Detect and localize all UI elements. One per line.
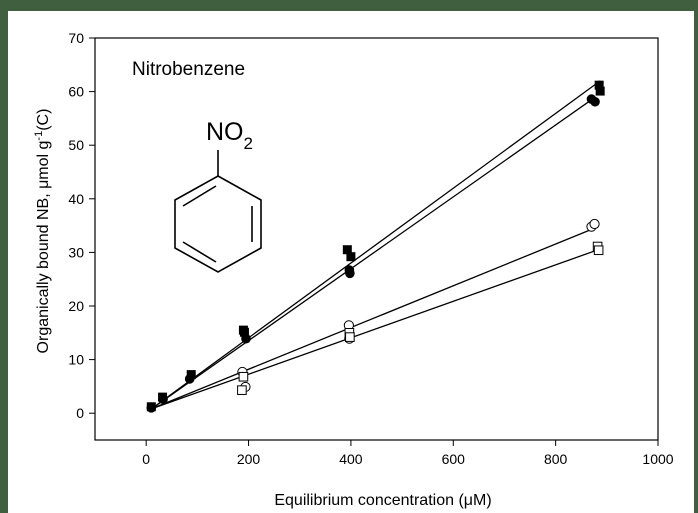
y-tick-label: 0	[76, 405, 84, 421]
fit-line-filled-square	[150, 80, 601, 410]
chart-frame: 0 200 400 600 800 1000 0 10 20 30 40 50 60 70 Nitrobe…	[8, 11, 694, 513]
data-point-filled-circle	[345, 268, 355, 279]
data-point-filled-square	[342, 245, 352, 255]
data-point-filled-square	[239, 327, 249, 337]
data-markers	[146, 80, 605, 413]
nitro-group-subscript: 2	[244, 134, 253, 153]
axes: 0 200 400 600 800 1000 0 10 20 30 40 50 60 70	[68, 30, 673, 467]
y-axis-label-main: Organically bound NB, μmol g	[35, 141, 52, 354]
y-tick-label: 40	[68, 191, 84, 207]
sorption-chart: 0 200 400 600 800 1000 0 10 20 30 40 50 60 70 Nitrobe…	[33, 30, 674, 509]
data-point-filled-circle	[241, 333, 251, 344]
compound-name: Nitrobenzene	[132, 59, 245, 80]
x-tick-label: 800	[544, 451, 568, 467]
y-tick-label: 70	[68, 30, 84, 46]
y-axis-label-superscript: -1	[33, 131, 45, 141]
x-axis-label: Equilibrium concentration (μM)	[274, 492, 491, 509]
data-point-filled-circle	[184, 374, 195, 384]
plot-border	[94, 37, 659, 441]
data-point-open-square	[345, 332, 355, 342]
y-tick-label: 60	[68, 84, 84, 100]
y-tick-label: 10	[68, 352, 84, 368]
x-tick-label: 600	[442, 451, 466, 467]
fit-line-open-circle	[151, 227, 596, 410]
x-tick-label: 200	[237, 451, 261, 467]
data-point-filled-square	[346, 252, 356, 262]
data-point-open-square	[237, 385, 247, 395]
x-tick-label: 400	[339, 451, 363, 467]
data-point-open-square	[238, 371, 249, 382]
y-axis-label: Organically bound NB, μmol g-1(C)	[33, 109, 52, 354]
nitrobenzene-structure-icon: NO2	[174, 118, 262, 273]
fit-line-filled-circle	[150, 96, 596, 410]
y-tick-label: 50	[68, 137, 84, 153]
y-axis-label-tail: (C)	[35, 109, 52, 131]
nitro-group-text: NO	[206, 118, 244, 146]
nitro-group-label: NO2	[206, 118, 253, 153]
data-point-open-square	[593, 245, 604, 256]
plot-area	[94, 37, 659, 441]
x-tick-label: 0	[142, 451, 150, 467]
fit-lines	[150, 80, 601, 410]
data-point-open-circle	[589, 218, 600, 230]
data-point-filled-square	[595, 86, 605, 96]
data-point-filled-circle	[146, 403, 157, 413]
y-tick-label: 30	[68, 244, 84, 260]
data-point-filled-circle	[590, 96, 600, 107]
x-tick-label: 1000	[642, 451, 673, 467]
y-tick-label: 20	[68, 298, 84, 314]
fit-line-open-square	[151, 248, 600, 410]
data-point-filled-circle	[158, 394, 168, 405]
data-point-filled-square	[594, 80, 604, 90]
